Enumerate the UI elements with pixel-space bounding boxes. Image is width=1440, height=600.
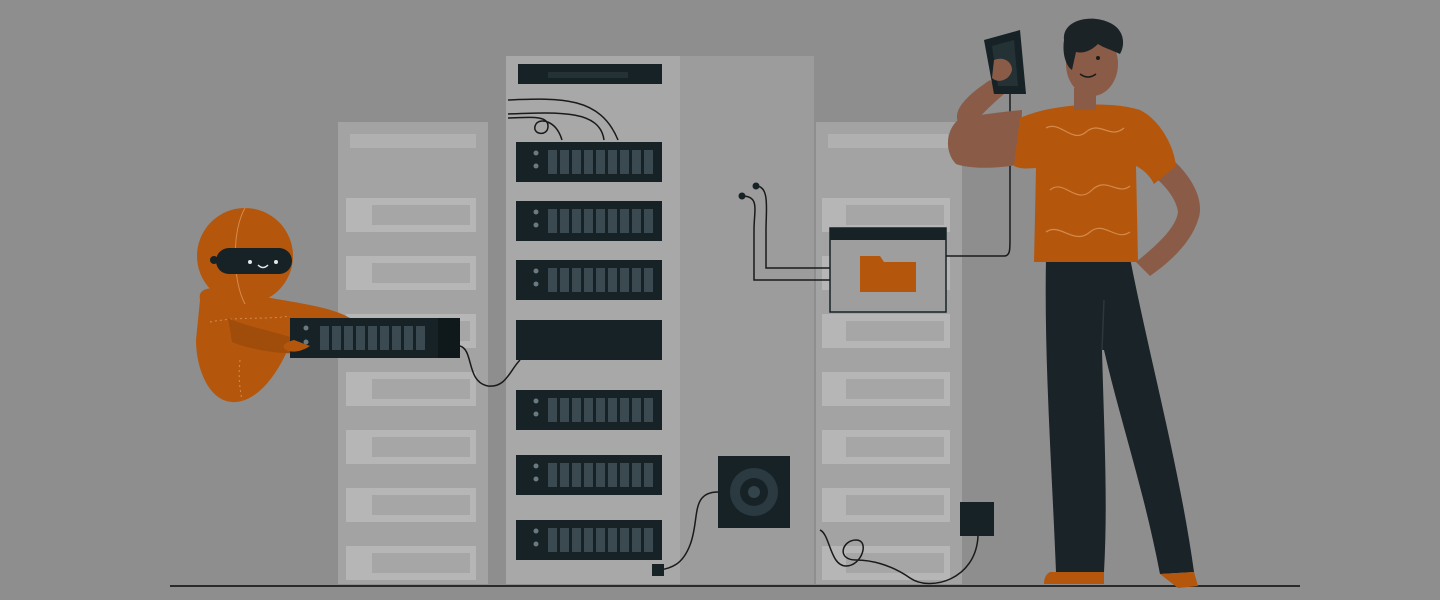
- background-rack-right: [816, 122, 962, 584]
- server-unit: [516, 390, 662, 430]
- empty-server-slot: [516, 320, 662, 360]
- server-unit: [516, 142, 662, 182]
- server-unit: [516, 520, 662, 560]
- server-unit: [516, 201, 662, 241]
- main-server-rack: [506, 56, 814, 584]
- power-box: [960, 502, 994, 536]
- server-unit: [516, 260, 662, 300]
- person-icon: [947, 18, 1201, 588]
- robot-icon: [196, 207, 350, 403]
- speaker-icon: [718, 456, 790, 528]
- held-server-unit: [290, 318, 460, 358]
- server-unit: [516, 455, 662, 495]
- folder-window: [829, 227, 947, 313]
- folder-icon: [860, 256, 916, 292]
